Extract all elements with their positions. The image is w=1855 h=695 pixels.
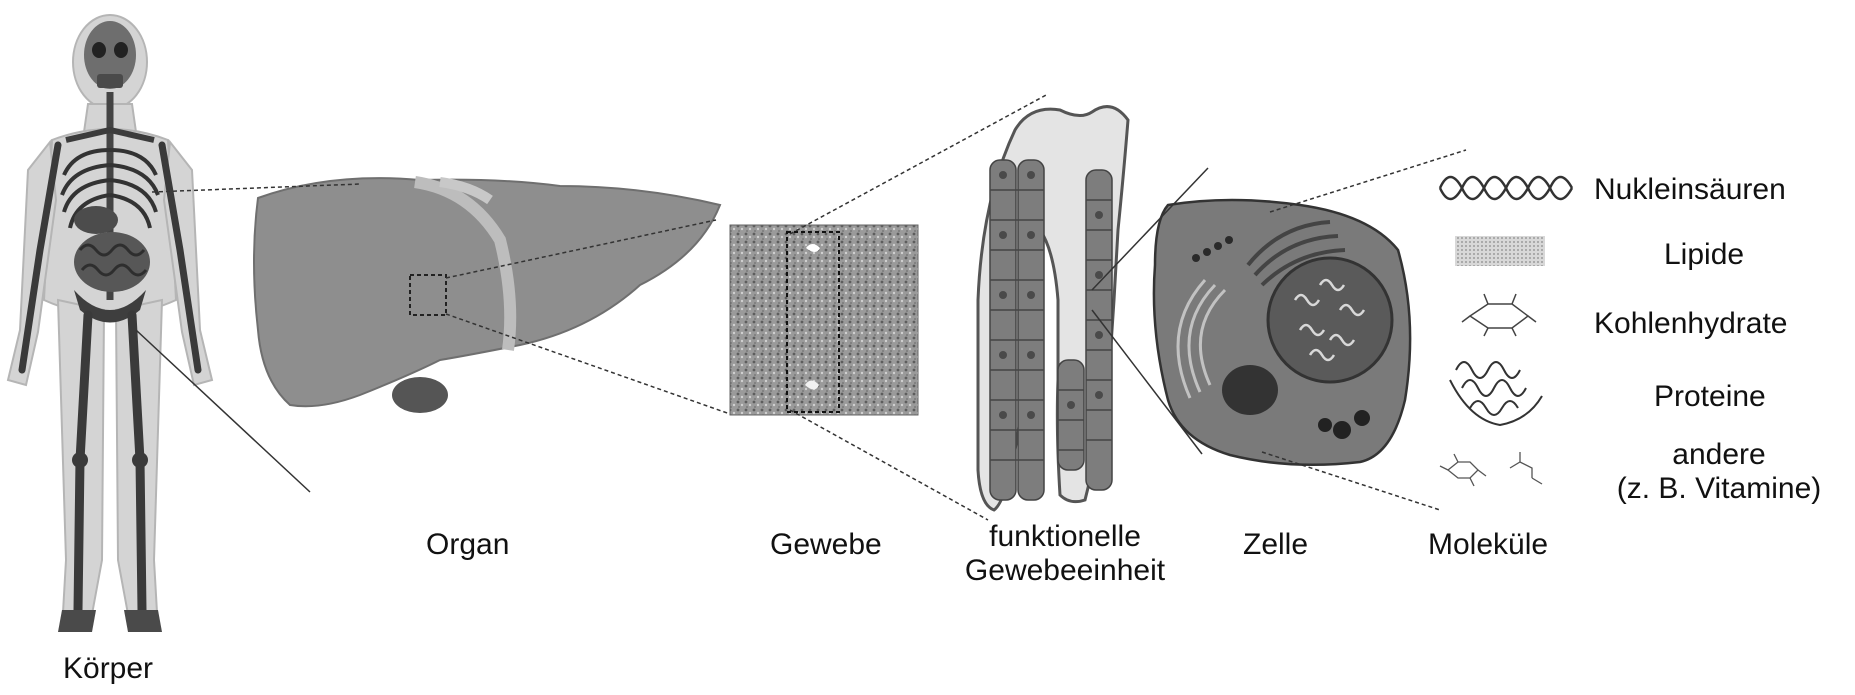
functional-unit — [978, 107, 1128, 510]
body-figure — [8, 15, 212, 632]
lipid-bilayer-icon — [1455, 236, 1545, 266]
liver-organ — [254, 178, 720, 413]
label-functional-unit-line2: Gewebeeinheit — [940, 554, 1190, 588]
tissue-sample — [730, 225, 918, 415]
vitamin-molecule-icon — [1440, 452, 1542, 486]
label-functional-unit-line1: funktionelle — [940, 520, 1190, 554]
label-carbohydrates: Kohlenhydrate — [1594, 307, 1787, 341]
label-organ: Organ — [426, 528, 509, 562]
label-nucleic-acids: Nukleinsäuren — [1594, 173, 1786, 207]
label-tissue: Gewebe — [770, 528, 882, 562]
label-other-line2: (z. B. Vitamine) — [1586, 472, 1852, 506]
dna-helix-icon — [1440, 177, 1572, 199]
label-functional-unit: funktionelle Gewebeeinheit — [940, 520, 1190, 588]
label-other-molecules: andere (z. B. Vitamine) — [1586, 438, 1852, 506]
protein-structure-icon — [1450, 362, 1542, 425]
label-body: Körper — [63, 652, 153, 686]
label-lipids: Lipide — [1664, 238, 1744, 272]
label-other-line1: andere — [1586, 438, 1852, 472]
label-molecules: Moleküle — [1428, 528, 1548, 562]
cell — [1154, 200, 1410, 465]
label-proteins: Proteine — [1654, 380, 1766, 414]
label-cell: Zelle — [1243, 528, 1308, 562]
carbohydrate-ring-icon — [1462, 294, 1536, 336]
